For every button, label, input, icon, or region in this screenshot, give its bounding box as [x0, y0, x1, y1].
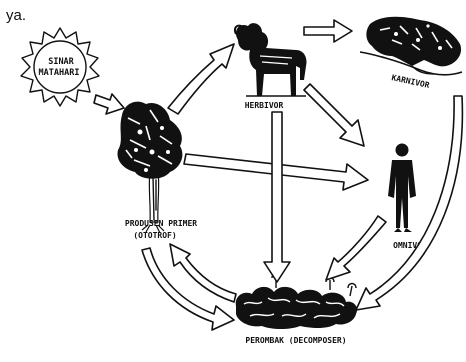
goat-icon	[235, 23, 307, 96]
arrow-carnivore-to-decomposer	[356, 96, 462, 310]
leopard-icon	[360, 17, 462, 75]
corner-text: ya.	[6, 7, 26, 24]
arrow-herbivore-to-omnivore	[304, 84, 364, 146]
decomposer-label: PEROMBAK (DECOMPOSER)	[245, 336, 346, 345]
carnivore-label: KARNIVOR	[391, 73, 431, 90]
arrow-sun-to-producer	[94, 94, 124, 114]
arrow-producer-to-herbivore	[168, 44, 234, 114]
sun-label-line2: MATAHARI	[39, 68, 80, 78]
human-icon	[388, 144, 416, 233]
tree-icon	[117, 102, 182, 233]
producer-label-line1: PRODUSEN PRIMER	[125, 219, 197, 228]
herbivore-label: HERBIVOR	[245, 101, 284, 110]
arrow-herbivore-to-carnivore	[304, 20, 352, 42]
decomposer-icon	[236, 274, 357, 330]
arrow-herbivore-to-decomposer	[264, 112, 290, 282]
arrow-omnivore-to-decomposer	[326, 216, 386, 280]
sun-label-line1: SINAR	[48, 57, 74, 67]
sun-icon	[21, 28, 99, 106]
producer-label-line2: (OTOTROF)	[133, 231, 176, 240]
